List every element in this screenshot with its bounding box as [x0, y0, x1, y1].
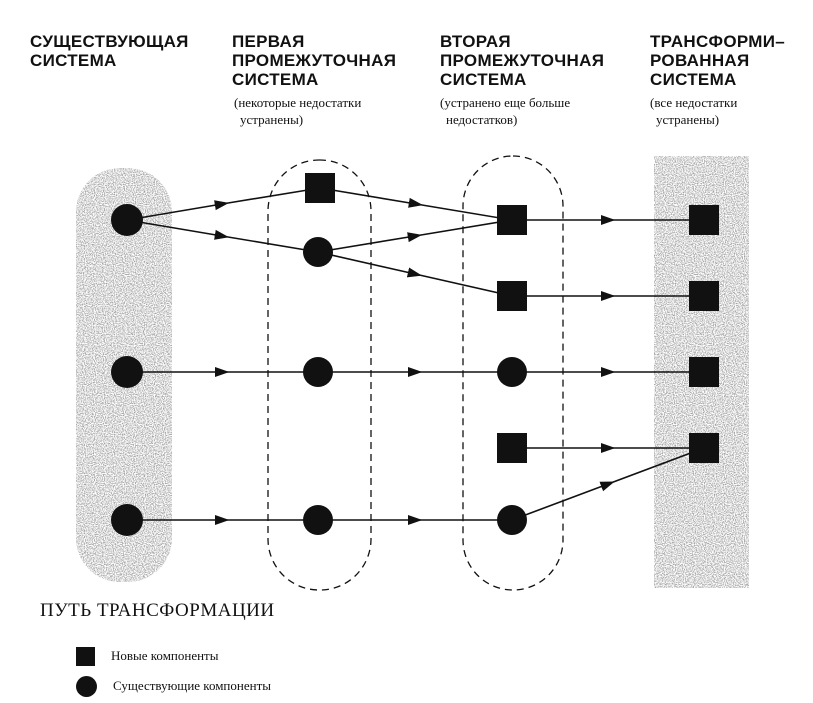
title-line: СИСТЕМА [650, 70, 737, 89]
title-line: ПЕРВАЯ [232, 32, 305, 51]
new-component-node [497, 281, 527, 311]
existing-component-node [111, 204, 143, 236]
note-line: устранены) [656, 112, 720, 127]
note-line: (некоторые недостатки [234, 95, 362, 110]
column-note: (все недостатки устранены) [650, 94, 737, 128]
new-component-node [689, 433, 719, 463]
new-component-node [689, 357, 719, 387]
connector-line [511, 447, 705, 521]
legend-label: Существующие компоненты [113, 678, 271, 693]
title-line: СУЩЕСТВУЮЩАЯ [30, 32, 189, 51]
column-title: ВТОРАЯ ПРОМЕЖУТОЧНАЯ СИСТЕМА [440, 32, 604, 89]
title-line: ПРОМЕЖУТОЧНАЯ [440, 51, 605, 70]
column-title: СУЩЕСТВУЮЩАЯ СИСТЕМА [30, 32, 189, 70]
second-intermediate-outline [462, 155, 564, 591]
first-intermediate-outline [267, 159, 372, 591]
title-line: ТРАНСФОРМИ– [650, 32, 786, 51]
connector-line [319, 187, 513, 221]
connector-line [317, 251, 513, 297]
existing-component-node [497, 357, 527, 387]
legend-item-existing: Существующие компоненты [76, 675, 271, 697]
path-title: ПУТЬ ТРАНСФОРМАЦИИ [40, 600, 275, 621]
connector-line [126, 219, 319, 253]
new-component-node [305, 173, 335, 203]
existing-component-node [111, 356, 143, 388]
title-line: СИСТЕМА [440, 70, 527, 89]
circle-icon [76, 675, 97, 697]
title-line: СИСТЕМА [30, 51, 117, 70]
new-component-node [689, 281, 719, 311]
title-line: СИСТЕМА [232, 70, 319, 89]
title-line: ВТОРАЯ [440, 32, 511, 51]
existing-component-node [303, 357, 333, 387]
square-icon [76, 646, 95, 666]
title-line: РОВАННАЯ [650, 51, 750, 70]
column-note: (устранено еще больше недостатков) [440, 94, 570, 128]
legend-item-new: Новые компоненты [76, 645, 218, 667]
existing-component-node [111, 504, 143, 536]
column-title: ТРАНСФОРМИ– РОВАННАЯ СИСТЕМА [650, 32, 785, 89]
note-line: устранены) [240, 112, 304, 127]
existing-component-node [303, 505, 333, 535]
note-line: недостатков) [446, 112, 518, 127]
existing-component-node [497, 505, 527, 535]
title-line: ПРОМЕЖУТОЧНАЯ [232, 51, 397, 70]
new-component-node [497, 205, 527, 235]
column-title: ПЕРВАЯ ПРОМЕЖУТОЧНАЯ СИСТЕМА [232, 32, 396, 89]
new-component-node [497, 433, 527, 463]
existing-component-node [303, 237, 333, 267]
connector-line [317, 219, 513, 253]
column-note: (некоторые недостатки устранены) [234, 94, 361, 128]
connector-line [126, 187, 321, 221]
new-component-node [689, 205, 719, 235]
note-line: (устранено еще больше [440, 95, 571, 110]
legend-label: Новые компоненты [111, 648, 219, 663]
note-line: (все недостатки [650, 95, 738, 110]
